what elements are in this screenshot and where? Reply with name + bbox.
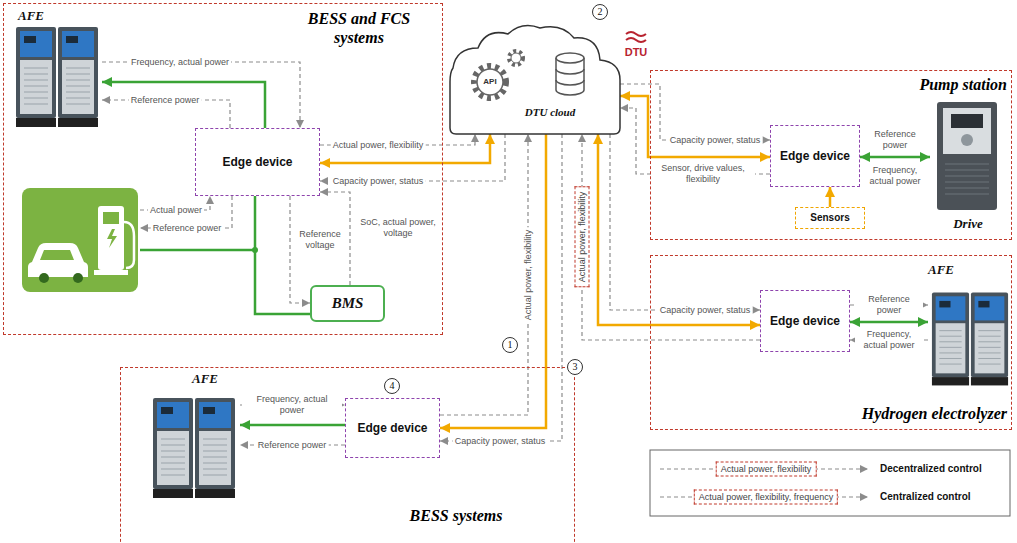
- connector: [320, 134, 490, 163]
- box-label: BMS: [332, 295, 364, 312]
- edge-label: Reference power: [855, 294, 923, 316]
- afe-drive: AFE: [148, 371, 240, 511]
- legend-sample-label: Actual power, flexibility, frequency: [694, 490, 838, 505]
- region-title: BESS and FCS systems: [289, 9, 429, 47]
- system-region: BESS systems AFE Edge device: [120, 367, 575, 543]
- connector: [582, 134, 760, 340]
- edge-device-box: Edge device: [760, 290, 850, 352]
- device-name: AFE: [192, 371, 236, 386]
- legend-text: Centralized control: [880, 491, 971, 503]
- connector: [860, 156, 930, 159]
- edge-label: Capacity power, status: [453, 436, 548, 447]
- region-title: BESS systems: [389, 506, 523, 525]
- logo-text: DTU: [623, 46, 650, 59]
- edge-label: Capacity power, status: [668, 135, 763, 146]
- connector: [102, 82, 265, 128]
- edge-label: Capacity power, status: [331, 176, 426, 187]
- callout-number: 2: [592, 4, 608, 20]
- signal-label: Actual power: [148, 205, 204, 216]
- dtu-logo-waves: [626, 32, 646, 42]
- connector: [440, 134, 546, 428]
- sensors-box: Sensors: [795, 207, 865, 229]
- connector: [598, 134, 760, 325]
- edge-label: Reference power: [860, 129, 930, 151]
- legend-frame: [650, 450, 1010, 516]
- edge-label: Frequency, actual power: [860, 165, 930, 187]
- edge-label: Frequency, actual power: [855, 329, 923, 351]
- connector: [829, 187, 832, 207]
- callout-number: 1: [502, 337, 518, 353]
- system-region: Pump stationEdge deviceSensors Drive: [650, 70, 1012, 240]
- callout-number: 3: [567, 359, 583, 375]
- region-title: Hydrogen electrolyzer: [821, 404, 1007, 423]
- connector: [320, 134, 505, 181]
- edge-device-box: Edge device: [345, 398, 440, 458]
- edge-label: Capacity power, status: [658, 305, 753, 316]
- box-label: Edge device: [222, 155, 292, 169]
- signal-label: Reference power: [151, 223, 224, 234]
- callout-number: 4: [384, 378, 400, 394]
- power-line: [140, 249, 255, 252]
- cloud-node: API DTU cloud: [450, 22, 620, 134]
- device-name: AFE: [18, 8, 68, 23]
- box-label: Edge device: [357, 421, 427, 435]
- system-region: Hydrogen electrolyzer Edge device AFE: [650, 255, 1012, 430]
- box-label: Edge device: [770, 314, 840, 328]
- afe-drive-picture: [16, 27, 98, 127]
- connector: [240, 424, 345, 427]
- edge-label: Frequency, actual power: [242, 394, 342, 416]
- pump-drive-picture: [937, 102, 997, 210]
- edge-label: SoC, actual power, voltage: [355, 217, 441, 239]
- box-label: Edge device: [780, 149, 850, 163]
- connector: [610, 134, 760, 310]
- bms-box: BMS: [310, 285, 385, 322]
- box-label: Sensors: [810, 212, 849, 224]
- edge-label: Reference power: [256, 440, 329, 451]
- ev-charger-icon: [22, 188, 138, 292]
- edge-label: Sensor, drive values, flexibility: [651, 163, 755, 185]
- region-title: Pump station: [866, 75, 1007, 94]
- system-region: BESS and FCS systems AFE Edge deviceBMS: [3, 3, 443, 335]
- connector: [102, 62, 300, 128]
- device-name: Drive: [930, 216, 1006, 231]
- cloud-label: API: [476, 77, 504, 87]
- device-name: AFE: [928, 262, 968, 277]
- legend-text: Decentralized control: [880, 463, 982, 475]
- connector: [440, 134, 528, 415]
- edge-device-box: Edge device: [770, 125, 860, 187]
- edge-label: Reference voltage: [294, 229, 346, 251]
- edge-label: Actual power, flexibility: [575, 187, 590, 288]
- edge-label: Actual power, flexibility: [523, 228, 534, 323]
- connector: [440, 134, 562, 441]
- connector: [255, 196, 310, 314]
- cloud-label: DTU cloud: [495, 106, 605, 119]
- connector: [620, 96, 770, 157]
- legend-sample-label: Actual power, flexibility: [716, 462, 817, 477]
- edge-label: Frequency, actual power: [129, 57, 231, 68]
- afe-drive: AFE: [928, 262, 1010, 402]
- connector: [620, 84, 770, 140]
- edge-device-box: Edge device: [195, 128, 320, 196]
- afe-drive-picture: [153, 398, 235, 498]
- afe-drive-picture: [932, 293, 1008, 386]
- connector: [850, 321, 928, 324]
- drive-unit: Drive: [930, 96, 1006, 234]
- edge-label: Actual power, flexibility: [331, 140, 426, 151]
- edge-label: Reference power: [129, 95, 202, 106]
- afe-drive: AFE: [12, 8, 102, 130]
